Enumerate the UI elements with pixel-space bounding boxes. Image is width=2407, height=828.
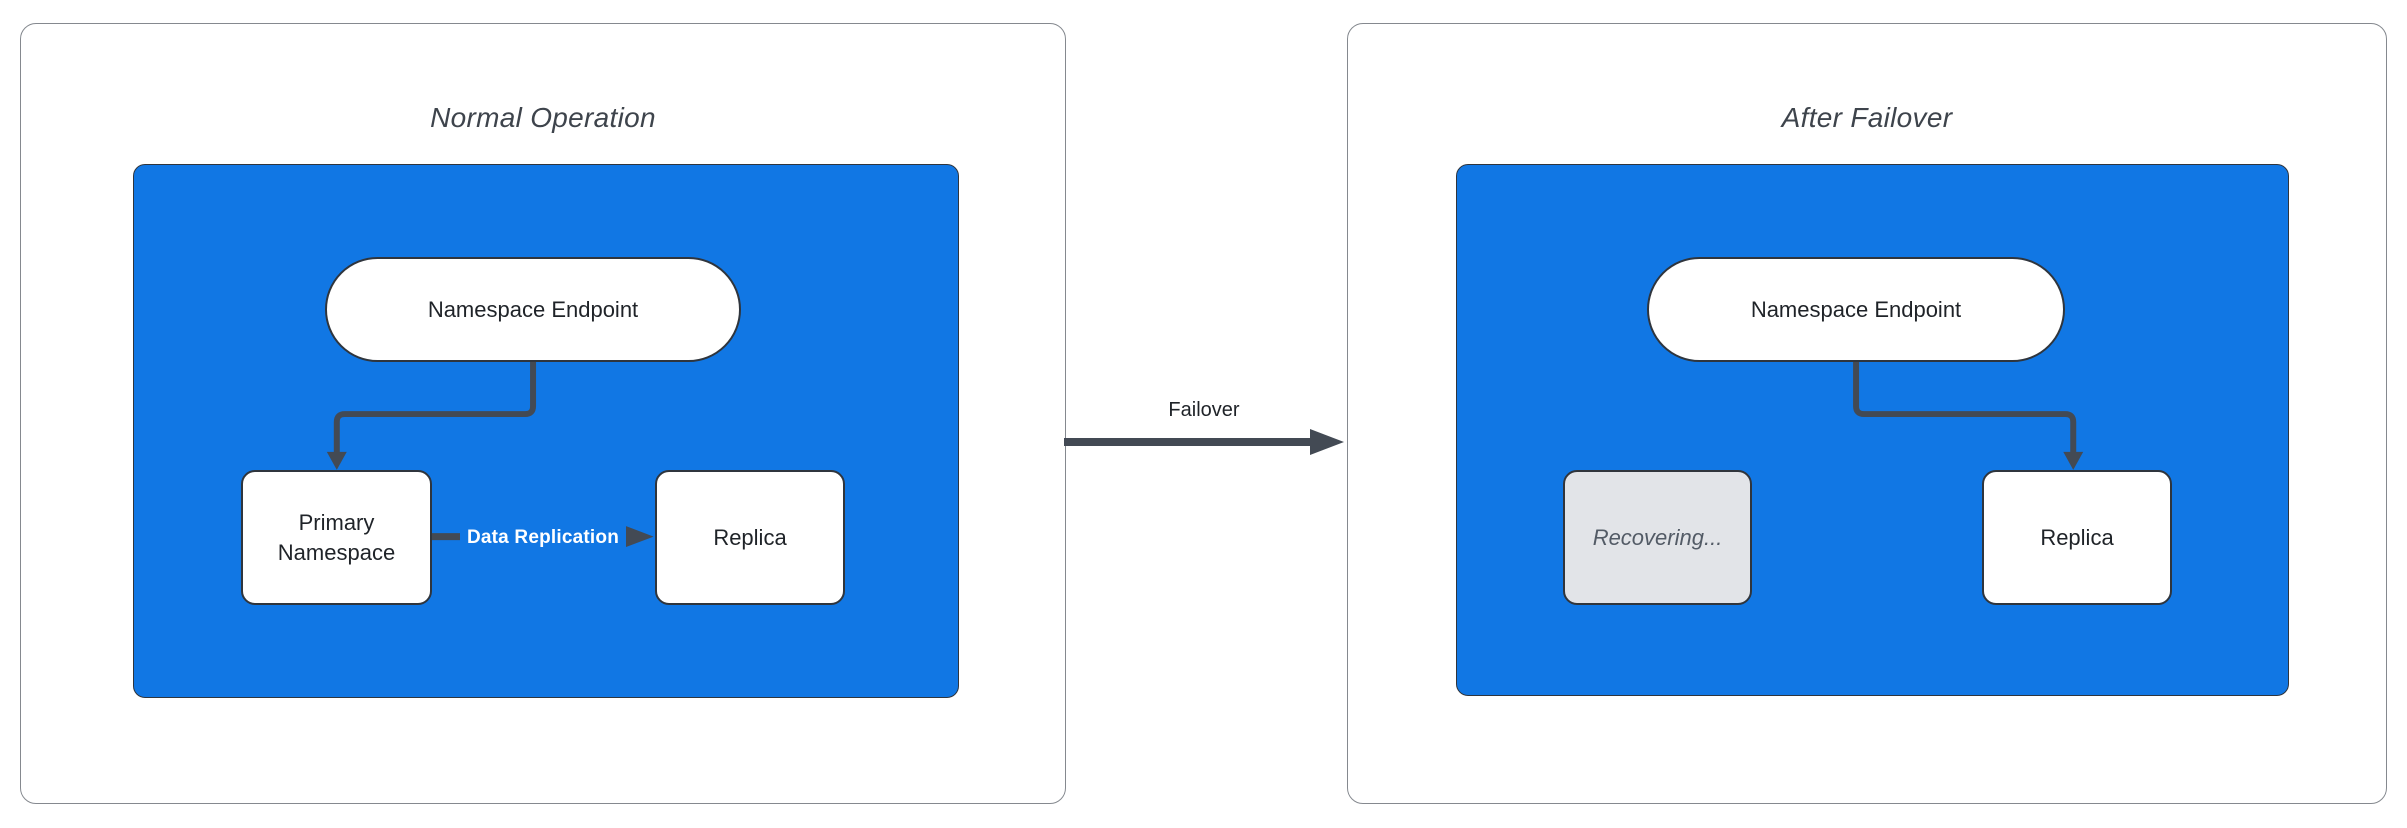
- replica-label: Replica: [2040, 524, 2114, 550]
- panel-normal-operation: Normal Operation Namespace Endpoint Prim…: [20, 23, 1066, 804]
- data-replication-label: Data Replication: [460, 524, 626, 552]
- replica-label: Replica: [713, 524, 787, 550]
- namespace-endpoint-pill: Namespace Endpoint: [325, 257, 741, 362]
- failover-label: Failover: [1168, 399, 1240, 421]
- failover-arrow: [1064, 429, 1344, 455]
- recovering-node: Recovering...: [1563, 470, 1752, 605]
- namespace-group: Namespace Endpoint Recovering... Replica: [1456, 164, 2289, 696]
- namespace-endpoint-label: Namespace Endpoint: [1750, 296, 1962, 322]
- failover-connector: Failover: [1062, 399, 1346, 461]
- primary-namespace-label: Primary Namespace: [277, 510, 396, 565]
- namespace-group: Namespace Endpoint Primary Namespace Rep…: [133, 164, 959, 698]
- namespace-endpoint-label: Namespace Endpoint: [427, 296, 639, 322]
- connector-arrows: [1853, 360, 2084, 470]
- replica-node: Replica: [655, 470, 845, 605]
- replica-node: Replica: [1982, 470, 2172, 605]
- panel-title: After Failover: [1781, 102, 1953, 133]
- panel-after-failover: After Failover Namespace Endpoint Recove…: [1347, 23, 2387, 804]
- primary-namespace-node: Primary Namespace: [241, 470, 432, 605]
- panel-title: Normal Operation: [430, 102, 656, 133]
- connector-arrows: [326, 361, 654, 548]
- recovering-label: Recovering...: [1592, 524, 1723, 550]
- namespace-endpoint-pill: Namespace Endpoint: [1647, 257, 2065, 362]
